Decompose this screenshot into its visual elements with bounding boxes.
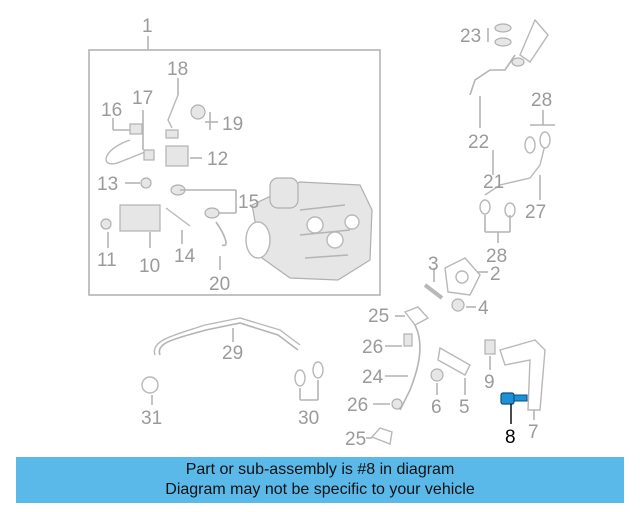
pipe-29 [153, 317, 301, 356]
callout-12: 12 [207, 149, 228, 170]
callout-11: 11 [97, 250, 117, 271]
callout-18: 18 [167, 59, 188, 80]
line-24 [399, 324, 421, 411]
bolt-9 [484, 339, 496, 355]
bracket-5 [437, 346, 471, 376]
callout-30: 30 [298, 408, 319, 429]
bolt-13 [140, 177, 152, 189]
info-banner: Part or sub-assembly is #8 in diagram Di… [16, 457, 624, 503]
callout-29: 29 [222, 343, 243, 364]
bolt-26a [403, 333, 413, 347]
clamp-15b [204, 207, 220, 219]
hose-20 [215, 221, 227, 247]
bolt-8-highlighted[interactable] [500, 392, 528, 424]
callout-31: 31 [141, 408, 162, 429]
callout-13: 13 [97, 174, 118, 195]
callout-4: 4 [478, 298, 489, 319]
callout-26b: 26 [347, 395, 368, 416]
clamp-19b [165, 129, 179, 139]
cap-31 [141, 376, 159, 394]
callout-26a: 26 [362, 337, 383, 358]
callout-28b: 28 [486, 246, 507, 267]
clip-17b [143, 149, 155, 161]
stud-3 [423, 283, 444, 300]
callout-19: 19 [222, 114, 243, 135]
callout-2: 2 [490, 264, 501, 285]
callout-25b: 25 [345, 429, 366, 450]
valve-10 [119, 204, 161, 232]
banner-line-2: Diagram may not be specific to your vehi… [165, 481, 475, 498]
nut-4 [451, 298, 465, 312]
seal-30b [312, 361, 324, 379]
callout-22: 22 [468, 132, 489, 153]
callout-8[interactable]: 8 [505, 427, 516, 448]
callout-25a: 25 [368, 306, 389, 327]
bolt-26b [391, 398, 403, 410]
gasket-25a [403, 306, 430, 326]
callout-3: 3 [428, 254, 439, 275]
parts-diagram: 1 2 3 4 5 6 7 8 9 10 11 12 13 14 15 16 1… [88, 16, 555, 450]
hose-16 [105, 139, 146, 165]
callout-1: 1 [142, 16, 153, 37]
bracket-17 [129, 123, 143, 135]
callout-14: 14 [174, 246, 196, 267]
bolt-11 [100, 218, 112, 230]
clamp-19 [190, 104, 206, 120]
callout-6: 6 [431, 397, 442, 418]
hose-18 [167, 94, 179, 129]
callout-10: 10 [139, 256, 160, 277]
callout-21: 21 [483, 172, 504, 193]
callout-9: 9 [484, 372, 495, 393]
callout-15: 15 [238, 192, 259, 213]
callout-27: 27 [525, 202, 546, 223]
pipe-assembly-21 [469, 18, 555, 243]
callout-16: 16 [101, 100, 122, 121]
callout-7: 7 [528, 422, 539, 443]
callout-20: 20 [209, 274, 230, 295]
turbo-manifold [245, 177, 373, 281]
banner-line-1: Part or sub-assembly is #8 in diagram [185, 461, 455, 478]
callout-28a: 28 [531, 90, 552, 111]
seal-30a [294, 369, 306, 387]
callout-24: 24 [362, 367, 384, 388]
callout-23: 23 [460, 26, 481, 47]
gasket-25b [370, 427, 393, 445]
hose-14 [165, 207, 191, 227]
valve-12 [165, 145, 189, 167]
callout-5: 5 [459, 397, 470, 418]
assembly-frame [88, 49, 381, 296]
callout-17: 17 [132, 88, 153, 109]
washer-6 [430, 368, 444, 382]
